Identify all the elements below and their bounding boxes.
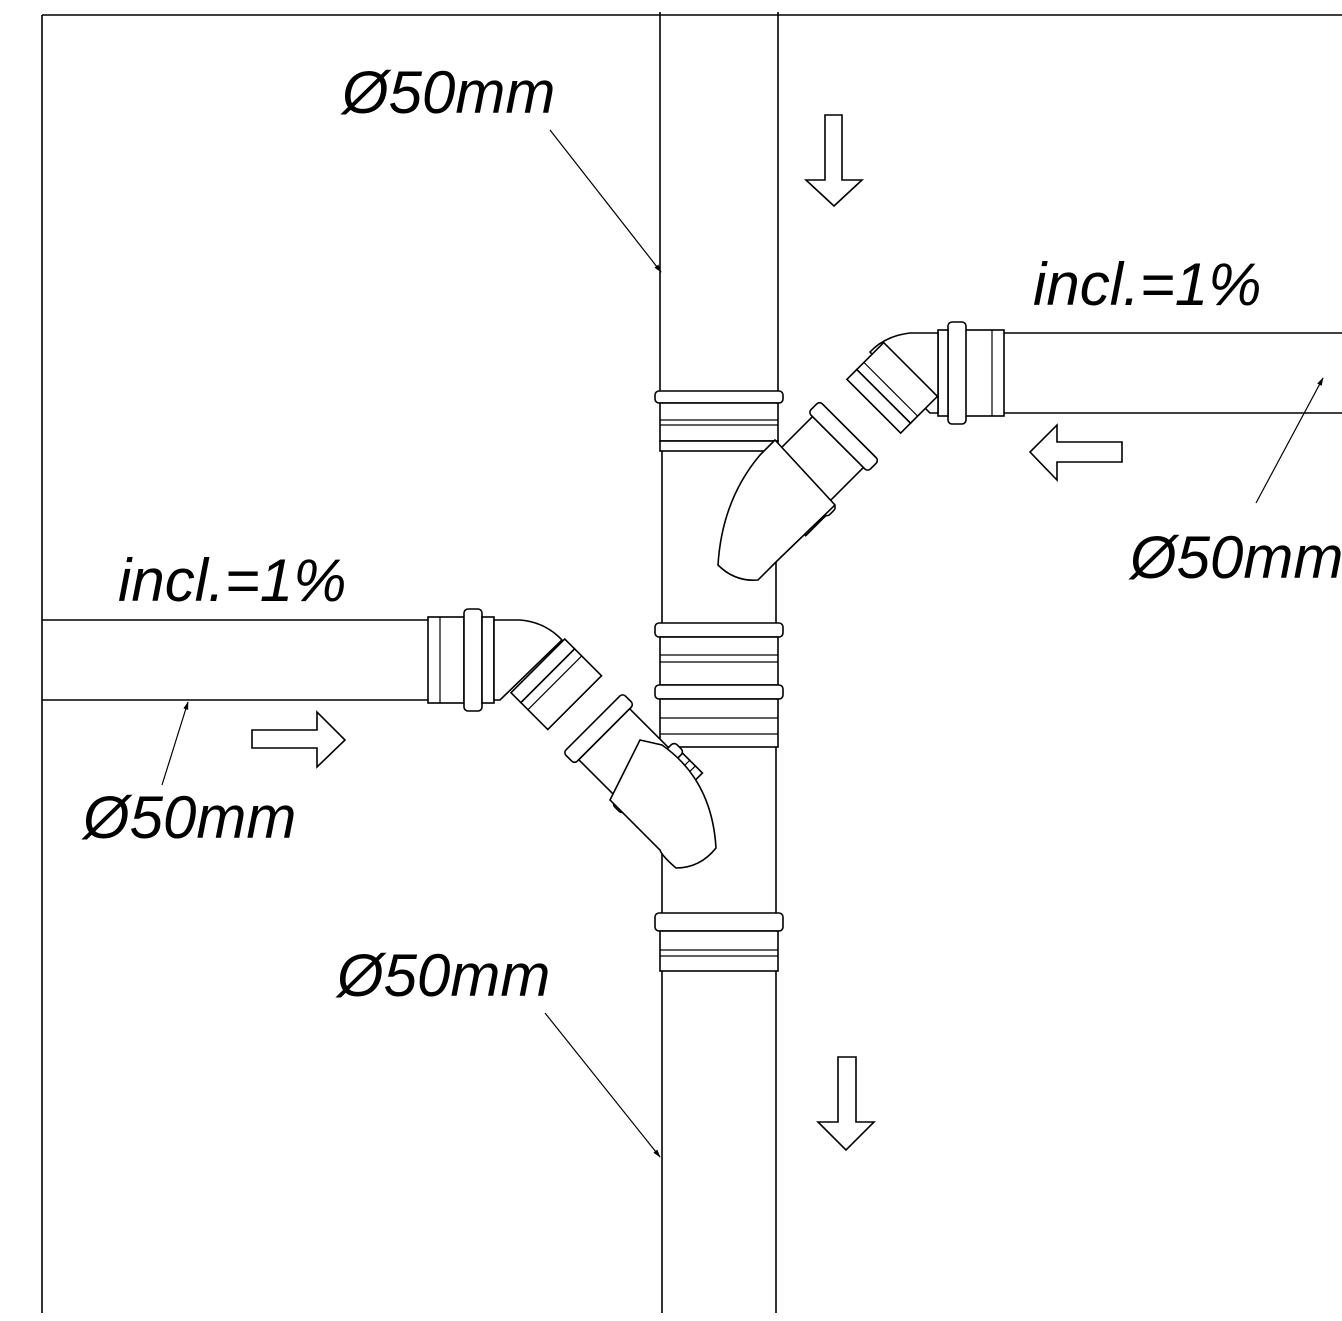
- stack-upper-coupling: [654, 390, 784, 452]
- right-branch-pipe: [717, 321, 1342, 582]
- left-branch-pipe: [42, 608, 717, 869]
- left-incline-label: incl.=1%: [118, 547, 346, 614]
- bottom-diameter-label: Ø50mm: [335, 942, 550, 1009]
- top-diameter-label: Ø50mm: [340, 59, 555, 126]
- left-diameter-label: Ø50mm: [81, 784, 296, 851]
- flow-arrow-left-right-branch: [1028, 423, 1123, 482]
- stack-lower-coupling: [654, 912, 784, 972]
- right-incline-label: incl.=1%: [1033, 251, 1261, 318]
- wall-outline: [41, 14, 1342, 1313]
- flow-arrow-down-top: [803, 114, 865, 208]
- right-diameter-label: Ø50mm: [1128, 524, 1342, 591]
- flow-arrow-right-left-branch: [251, 710, 347, 769]
- flow-arrow-down-bottom: [816, 1056, 876, 1152]
- leader-lines: [161, 129, 1324, 1158]
- stack-tee-couplings: [654, 622, 784, 748]
